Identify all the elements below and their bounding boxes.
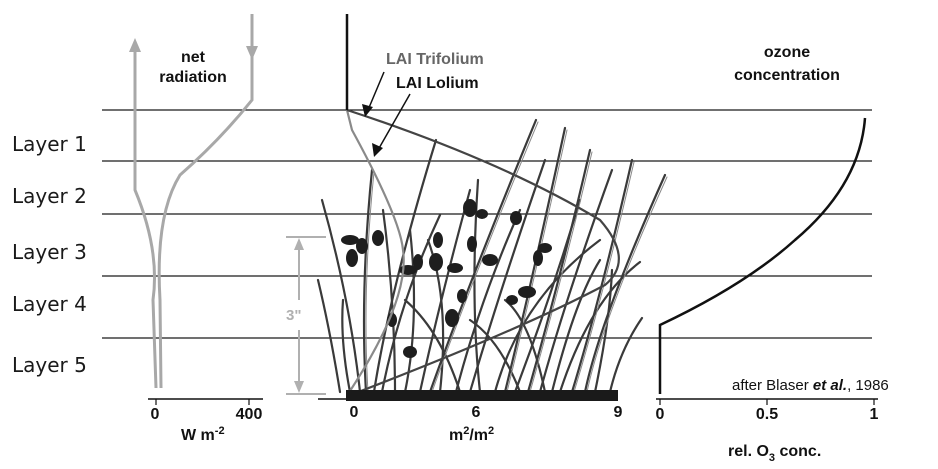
net-radiation-upward-curve xyxy=(133,48,158,389)
arrow-down-icon xyxy=(246,46,258,60)
layer-label-5: Layer 5 xyxy=(12,353,87,377)
arrow-down-icon xyxy=(294,381,304,393)
layer-label-2: Layer 2 xyxy=(12,184,87,208)
net-radiation-tick-400: 400 xyxy=(236,406,263,423)
lai-tick-9: 9 xyxy=(614,404,623,421)
layer-boundaries xyxy=(102,109,872,339)
ozone-title-line1: ozone xyxy=(764,44,810,61)
lai-unit: m2/m2 xyxy=(449,425,494,444)
citation: after Blaser et al., 1986 xyxy=(732,377,889,394)
lai-tick-0: 0 xyxy=(350,404,359,421)
lolium-pointer xyxy=(377,93,411,151)
ozone-title-line2: concentration xyxy=(734,67,840,84)
ozone-unit: rel. O3 conc. xyxy=(728,443,821,464)
lai-trifolium-label: LAI Trifolium xyxy=(386,51,484,68)
grass-illustration-highlights xyxy=(365,121,668,393)
ozone-concentration-curve xyxy=(658,117,867,394)
grass-illustration xyxy=(316,118,667,394)
net-radiation-downward-curve xyxy=(157,14,254,389)
ozone-tick-1: 1 xyxy=(870,406,879,423)
arrow-up-icon xyxy=(129,38,141,52)
net-radiation-tick-0: 0 xyxy=(151,406,160,423)
trifolium-pointer xyxy=(367,71,385,111)
canopy-panel: LAI Trifolium LAI Lolium 3" 0 6 9 m2/m2 xyxy=(286,14,668,444)
net-radiation-unit: W m-2 xyxy=(181,425,225,444)
lai-trifolium-curve xyxy=(345,109,405,395)
arrow-down-icon xyxy=(362,104,373,117)
layer-label-4: Layer 4 xyxy=(12,292,87,316)
lai-tick-6: 6 xyxy=(472,404,481,421)
layer-label-1: Layer 1 xyxy=(12,132,87,156)
ozone-panel: ozone concentration after Blaser et al.,… xyxy=(656,44,889,464)
clover-leaves xyxy=(341,199,552,358)
ozone-tick-0.5: 0.5 xyxy=(756,406,778,423)
arrow-up-icon xyxy=(294,238,304,250)
layer-label-3: Layer 3 xyxy=(12,240,87,264)
lai-lolium-label: LAI Lolium xyxy=(396,75,479,92)
net-radiation-title-line2: radiation xyxy=(159,69,227,86)
height-marker-label: 3" xyxy=(286,307,301,324)
soil-bar xyxy=(346,390,618,401)
ozone-tick-0: 0 xyxy=(656,406,665,423)
net-radiation-panel: net radiation 0 400 W m-2 xyxy=(129,14,263,444)
net-radiation-title-line1: net xyxy=(181,49,206,66)
arrow-down-icon xyxy=(372,143,383,157)
lai-lolium-curve xyxy=(346,108,620,398)
